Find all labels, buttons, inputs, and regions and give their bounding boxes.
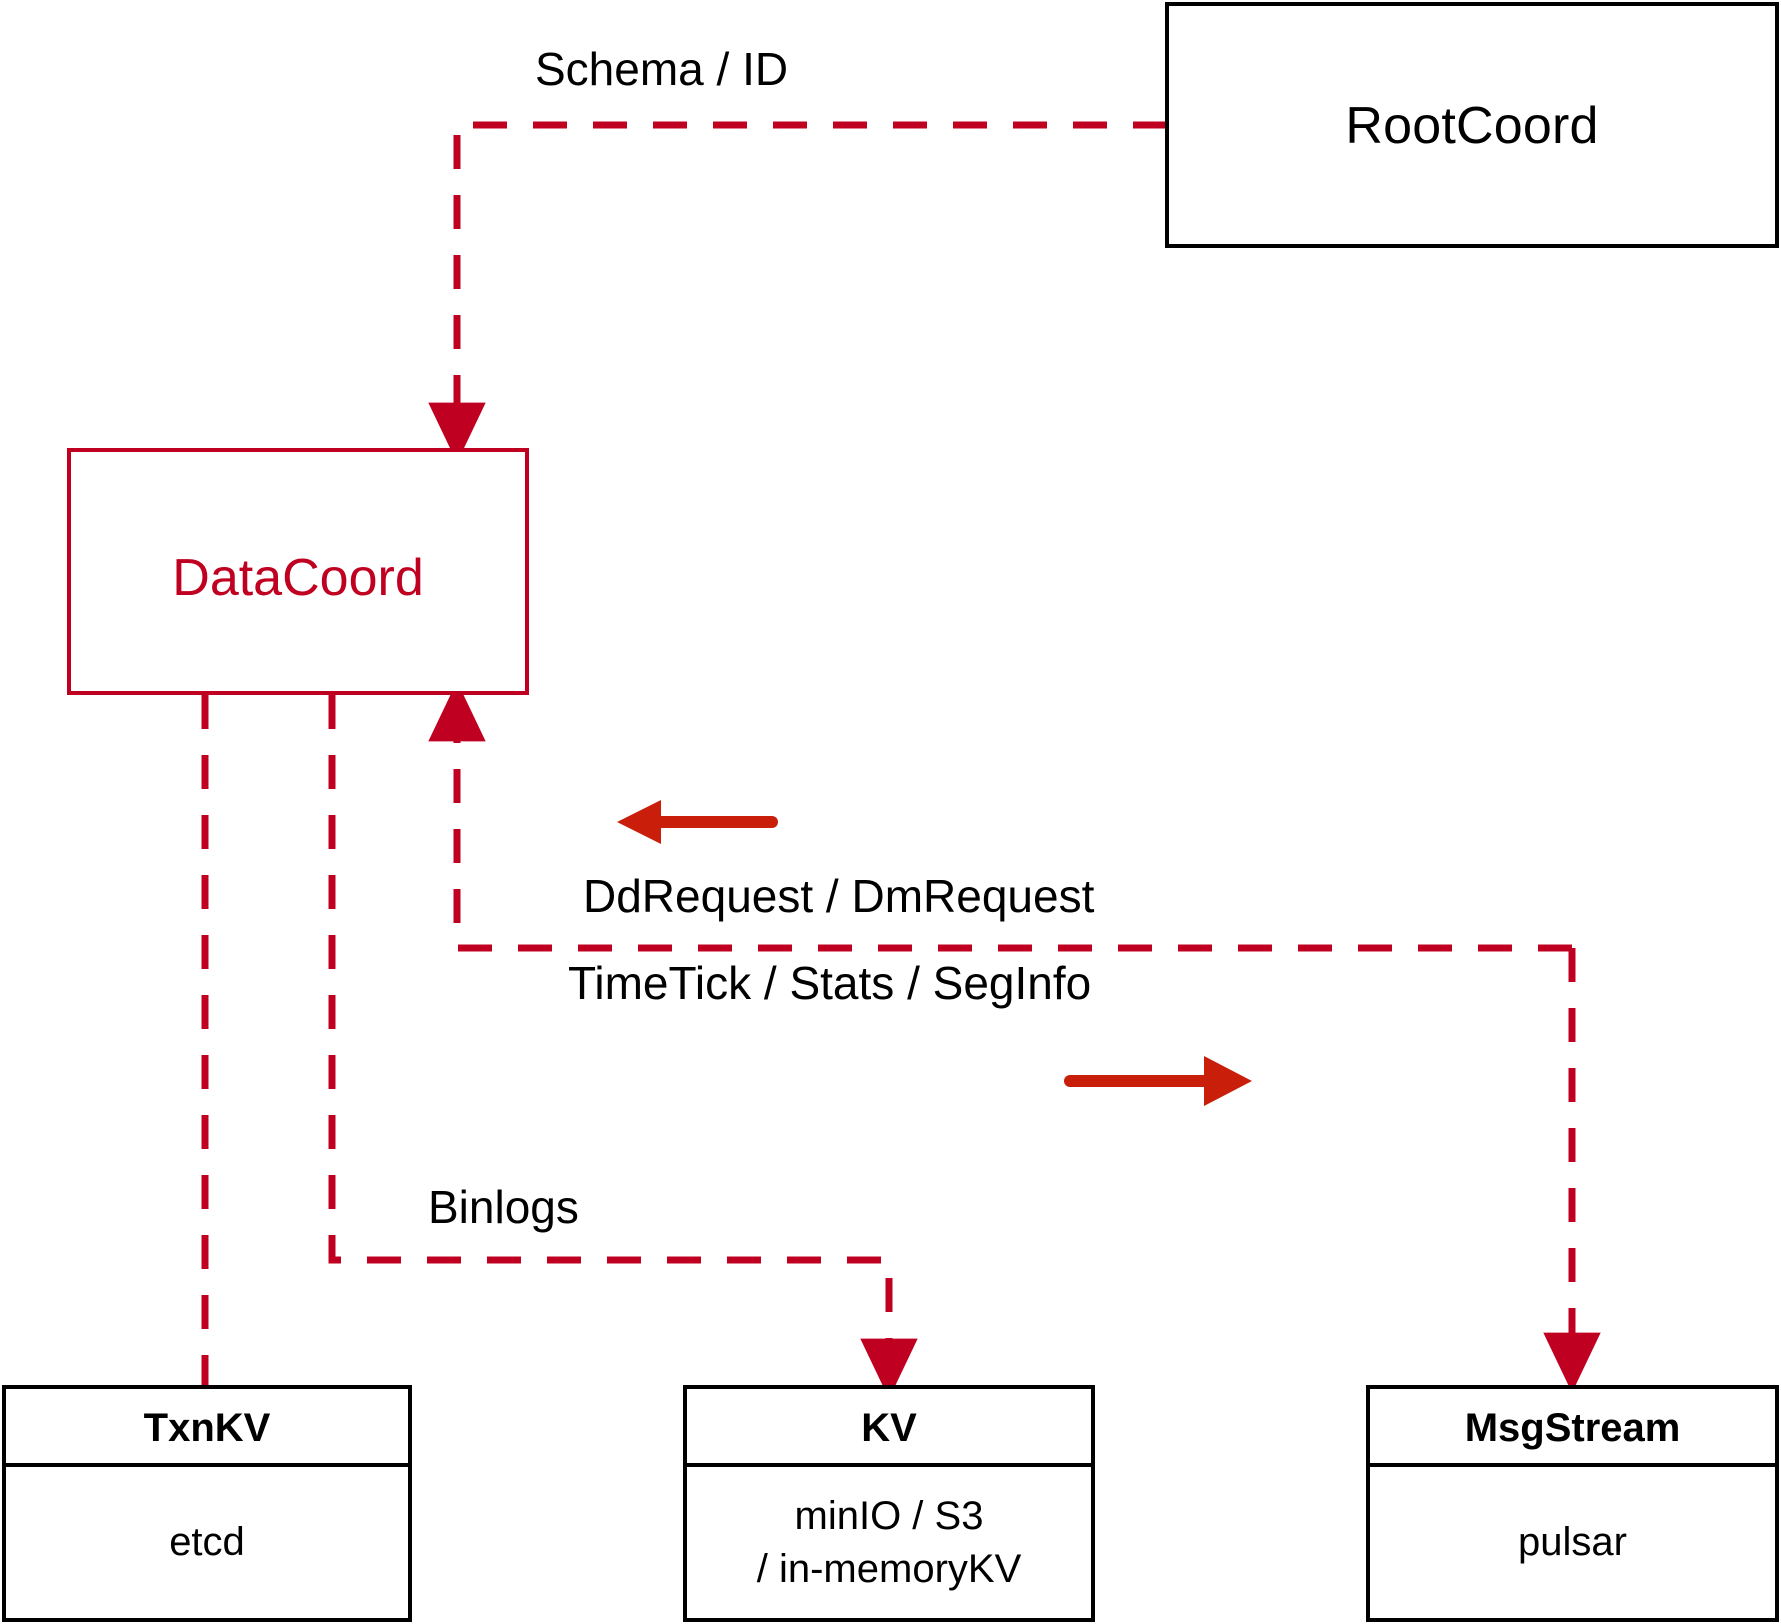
node-kv-body: minIO / S3 / in-memoryKV <box>687 1467 1091 1618</box>
node-txnkv-body: etcd <box>6 1467 408 1618</box>
node-rootcoord-label: RootCoord <box>1345 97 1599 155</box>
node-msgstream-body-line-1: pulsar <box>1518 1520 1627 1565</box>
edge-ddrequest-dmrequest-path <box>428 681 1572 952</box>
direction-arrow-left-icon <box>617 800 778 844</box>
node-kv-body-line-1: minIO / S3 <box>794 1493 984 1538</box>
node-msgstream-header: MsgStream <box>1370 1389 1775 1467</box>
node-kv-body-line-2: / in-memoryKV <box>756 1546 1022 1591</box>
node-msgstream[interactable]: MsgStream pulsar <box>1366 1385 1779 1622</box>
edge-binlogs-path <box>328 695 918 1399</box>
node-txnkv[interactable]: TxnKV etcd <box>2 1385 412 1622</box>
edge-schema-id-path <box>428 121 1167 463</box>
edge-label-binlogs: Binlogs <box>428 1181 579 1233</box>
node-datacoord[interactable]: DataCoord <box>67 448 529 695</box>
node-txnkv-header: TxnKV <box>6 1389 408 1467</box>
node-kv[interactable]: KV minIO / S3 / in-memoryKV <box>683 1385 1095 1622</box>
node-rootcoord[interactable]: RootCoord <box>1165 2 1779 248</box>
node-kv-header: KV <box>687 1389 1091 1467</box>
direction-arrow-right-icon <box>1064 1056 1252 1106</box>
edge-label-ddrequest-dmrequest: DdRequest / DmRequest <box>583 870 1095 922</box>
node-msgstream-body: pulsar <box>1370 1467 1775 1618</box>
node-datacoord-label: DataCoord <box>172 549 424 607</box>
edge-label-schema-id: Schema / ID <box>535 43 789 95</box>
node-txnkv-body-line-1: etcd <box>169 1520 245 1565</box>
edge-label-timetick-stats-seginfo: TimeTick / Stats / SegInfo <box>568 957 1092 1009</box>
